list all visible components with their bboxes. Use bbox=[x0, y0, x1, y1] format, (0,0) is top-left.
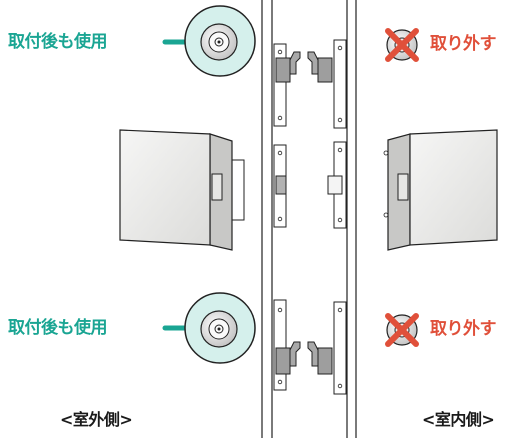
square-pull-handle-icon bbox=[383, 129, 498, 251]
door-knob-icon bbox=[162, 5, 256, 77]
indoor-side-label: <室内側> bbox=[422, 410, 495, 429]
square-pull-handle-icon bbox=[119, 129, 245, 251]
remove-label-top: 取り外す bbox=[430, 34, 497, 54]
remove-label-bottom: 取り外す bbox=[430, 319, 497, 339]
outdoor-side-label: <室外側> bbox=[60, 410, 133, 429]
door-edge-indoor bbox=[333, 0, 357, 438]
latch-strikes bbox=[275, 51, 343, 375]
keep-label-bottom: 取付後も使用 bbox=[8, 318, 108, 338]
door-knob-icon bbox=[162, 292, 256, 364]
keep-label-top: 取付後も使用 bbox=[8, 32, 108, 52]
crossed-out-knob-icon bbox=[385, 28, 419, 62]
crossed-out-knob-icon bbox=[385, 313, 419, 347]
